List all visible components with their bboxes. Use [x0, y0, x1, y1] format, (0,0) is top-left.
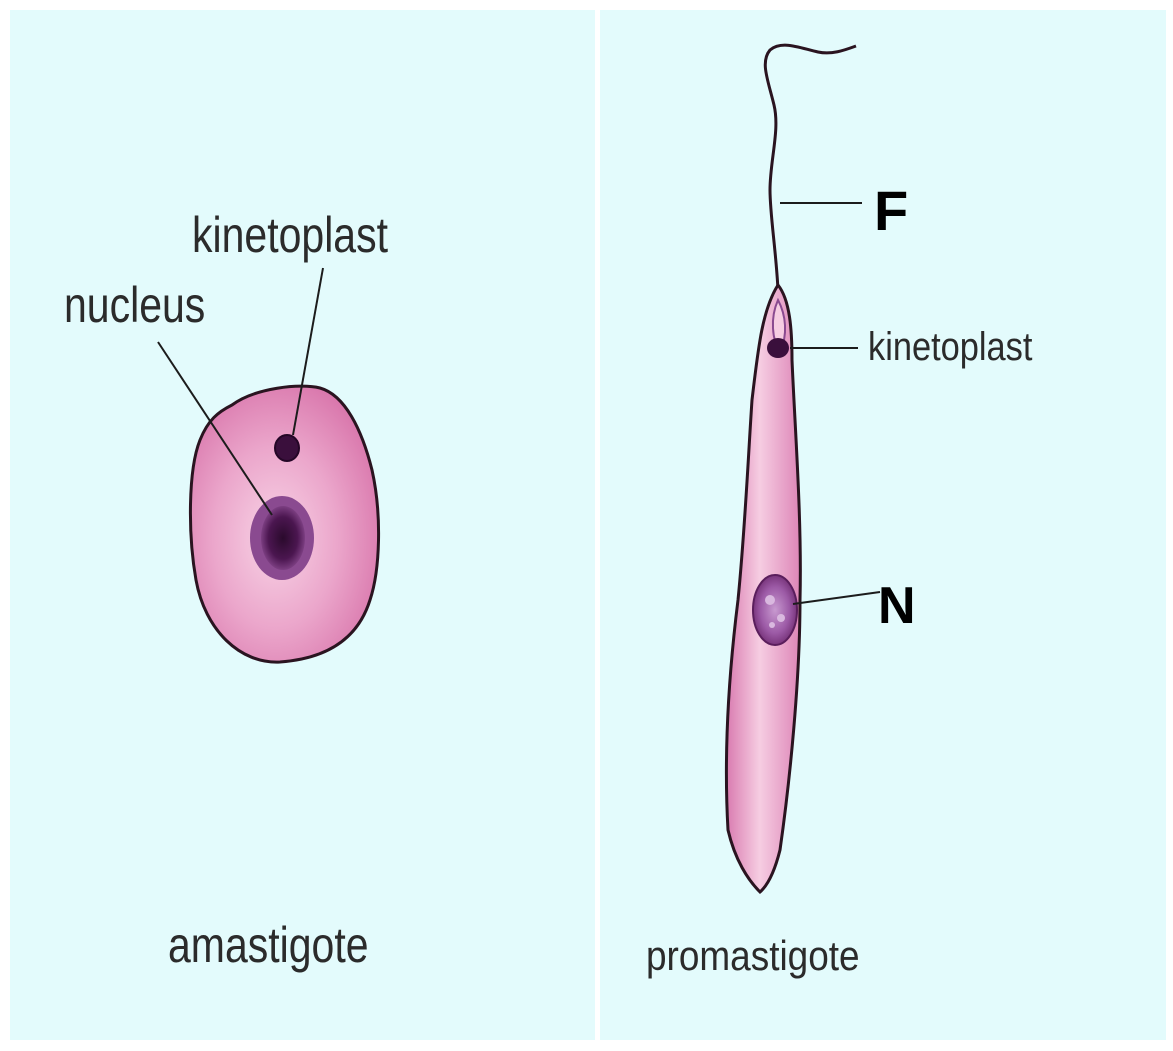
caption-promastigote: promastigote: [646, 933, 860, 980]
caption-amastigote: amastigote: [168, 917, 369, 973]
label-kinetoplast-right: kinetoplast: [868, 324, 1033, 369]
right-panel-background: [600, 10, 1166, 1040]
label-flagellum: F: [874, 179, 908, 242]
label-nucleus-left: nucleus: [64, 277, 205, 333]
amastigote-nucleus: [261, 506, 305, 570]
amastigote-cell: [190, 386, 378, 662]
nucleus-granule: [765, 595, 775, 605]
label-kinetoplast-left: kinetoplast: [192, 207, 388, 263]
nucleus-granule: [769, 622, 775, 628]
promastigote-kinetoplast: [767, 338, 789, 358]
nucleus-granule: [777, 614, 785, 622]
amastigote-kinetoplast: [275, 435, 299, 461]
promastigote-nucleus: [753, 575, 797, 645]
label-nucleus-right: N: [878, 577, 916, 635]
